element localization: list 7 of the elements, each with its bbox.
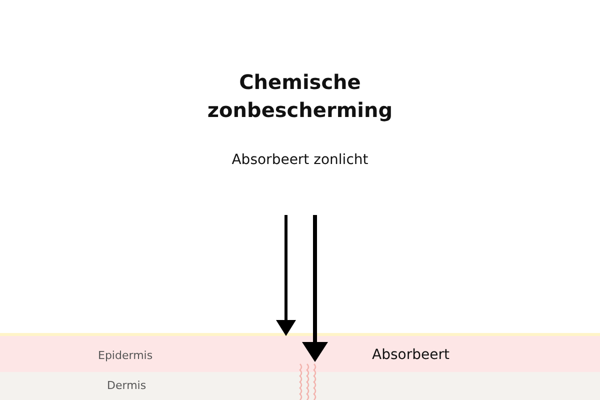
effect-label: Absorbeert	[372, 346, 450, 364]
layer-label: Dermis	[107, 379, 146, 393]
subtitle: Absorbeert zonlicht	[230, 152, 370, 168]
title: Chemische zonbescherming	[206, 69, 394, 124]
layer-label: Epidermis	[98, 348, 153, 362]
skin-layer-band	[0, 372, 600, 400]
skin-layer-band	[0, 333, 600, 375]
